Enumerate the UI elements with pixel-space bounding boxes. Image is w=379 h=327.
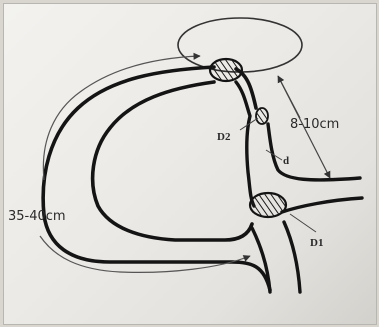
inner-limb-wall — [93, 82, 252, 240]
length-label-upper: 8-10cm — [290, 117, 339, 132]
length-label-lower: 35-40cm — [8, 209, 66, 224]
lower-anastomosis-hatched — [250, 193, 286, 217]
outer-limb-wall — [43, 67, 270, 290]
descending-limb-left — [252, 228, 270, 292]
d1-pointer — [290, 214, 316, 232]
d-label: d — [283, 155, 289, 167]
lower-right-wall — [282, 198, 362, 212]
right-efferent-wall — [268, 124, 360, 180]
descending-limb-right — [284, 222, 300, 292]
measurement-arrow-8-10cm-start — [278, 76, 300, 118]
d1-label: D1 — [310, 237, 323, 249]
top-anastomosis-hatched — [210, 59, 242, 81]
inner-channel-loop — [236, 82, 254, 206]
d2-anastomosis-hatched — [256, 108, 268, 124]
d2-label: D2 — [217, 131, 231, 143]
